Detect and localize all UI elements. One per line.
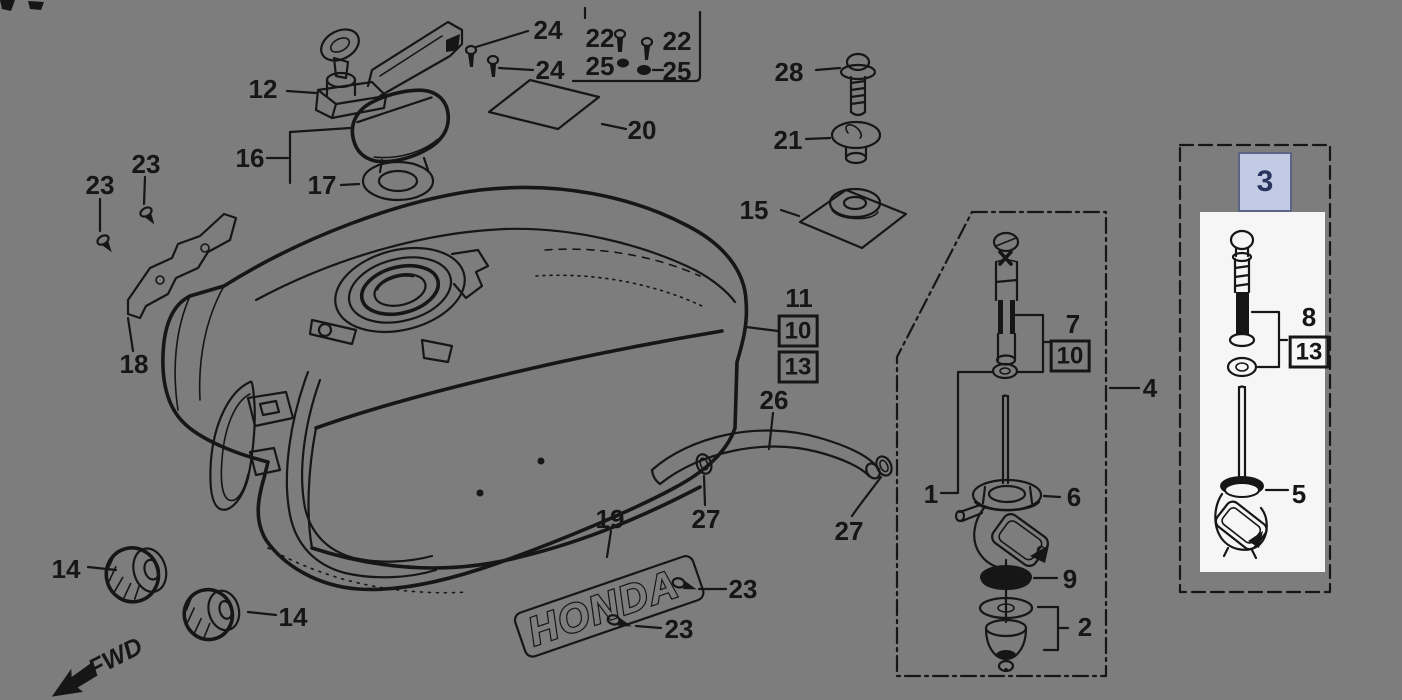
callout-26[interactable]: 26 <box>759 385 789 415</box>
lock-key-part12 <box>285 20 464 120</box>
gasket-part17 <box>361 160 435 202</box>
callout-20[interactable]: 20 <box>627 115 657 145</box>
callout-12[interactable]: 12 <box>248 74 278 104</box>
leader-rear-boxes <box>744 325 780 333</box>
callout-21[interactable]: 21 <box>773 125 803 155</box>
callout-10[interactable]: 10 <box>777 314 819 348</box>
sticker-part20 <box>487 78 628 131</box>
petcock-assembly <box>954 478 1070 673</box>
callout-13[interactable]: 13 <box>777 350 819 384</box>
callout-27[interactable]: 27 <box>834 516 864 546</box>
front-bracket-part18 <box>126 212 238 353</box>
hose-part26 <box>650 411 893 518</box>
grommet-part21 <box>804 120 882 165</box>
callout-24[interactable]: 24 <box>533 15 563 45</box>
callout-9[interactable]: 9 <box>1062 564 1078 594</box>
callout-25[interactable]: 25 <box>585 51 615 81</box>
callout-6[interactable]: 6 <box>1066 482 1082 512</box>
hose-clip-27b <box>850 455 893 518</box>
callout-23[interactable]: 23 <box>664 614 694 644</box>
screws-23-bottom <box>606 577 728 630</box>
callout-14[interactable]: 14 <box>278 602 308 632</box>
screws-24 <box>464 29 535 77</box>
bracket-part15 <box>779 187 908 250</box>
callout-14[interactable]: 14 <box>51 554 81 584</box>
fuel-cap-part16 <box>265 88 451 202</box>
rubber-mounts-14 <box>86 546 278 642</box>
assembly-group-border <box>895 210 1108 678</box>
corner-marks <box>0 0 44 11</box>
callout-23[interactable]: 23 <box>728 574 758 604</box>
hose-clip-27a <box>695 453 713 507</box>
callout-17[interactable]: 17 <box>307 170 337 200</box>
callout-19[interactable]: 19 <box>595 504 625 534</box>
callout-15[interactable]: 15 <box>739 195 769 225</box>
fuel-tank-drawing <box>161 185 749 594</box>
callout-24[interactable]: 24 <box>535 55 565 85</box>
callout-5[interactable]: 5 <box>1291 479 1307 509</box>
callout-4[interactable]: 4 <box>1142 373 1158 403</box>
screws-23-left <box>96 175 155 253</box>
callout-10[interactable]: 10 <box>1049 339 1091 373</box>
callout-22[interactable]: 22 <box>662 26 692 56</box>
callout-22[interactable]: 22 <box>585 23 615 53</box>
callout-2[interactable]: 2 <box>1077 612 1093 642</box>
callout-25[interactable]: 25 <box>662 56 692 86</box>
callout-1[interactable]: 1 <box>923 479 939 509</box>
callout-18[interactable]: 18 <box>119 349 149 379</box>
callout-8[interactable]: 8 <box>1301 302 1317 332</box>
callout-16[interactable]: 16 <box>235 143 265 173</box>
callout-13[interactable]: 13 <box>1288 335 1330 369</box>
selected-petcock-parts <box>1214 229 1290 560</box>
callout-11[interactable]: 11 <box>785 283 813 313</box>
screw-nut-set-22-25 <box>571 6 702 83</box>
callout-27[interactable]: 27 <box>691 504 721 534</box>
fuel-strainer-assembly <box>939 231 1052 495</box>
callout-23[interactable]: 23 <box>85 170 115 200</box>
callout-7[interactable]: 7 <box>1065 309 1081 339</box>
highlighted-callout-3[interactable]: 3 <box>1238 152 1292 212</box>
callout-28[interactable]: 28 <box>774 57 804 87</box>
callout-23[interactable]: 23 <box>131 149 161 179</box>
bolt-part28 <box>814 52 877 117</box>
